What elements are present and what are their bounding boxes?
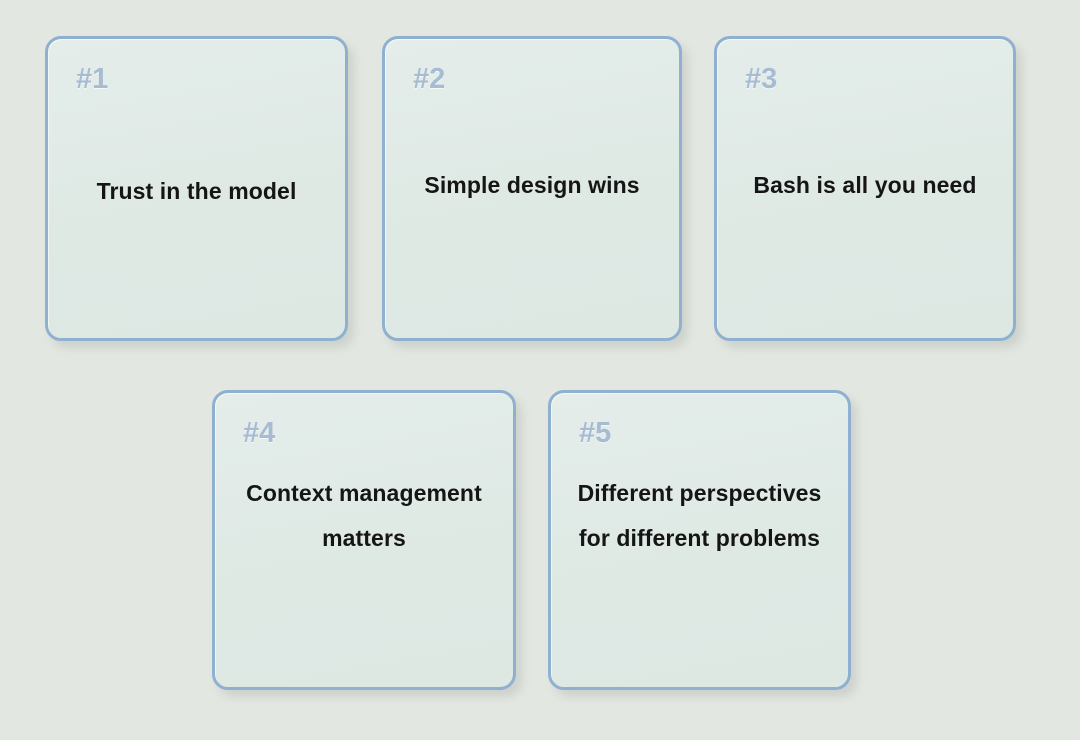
card-4[interactable]: #4 Context management matters bbox=[212, 390, 516, 690]
card-4-text: Context management matters bbox=[246, 480, 482, 551]
card-5[interactable]: #5 Different perspectives for different … bbox=[548, 390, 851, 690]
card-5-text: Different perspectives for different pro… bbox=[577, 480, 822, 551]
card-1-number: #1 bbox=[76, 63, 109, 95]
card-1[interactable]: #1 Trust in the model bbox=[45, 36, 348, 341]
card-3[interactable]: #3 Bash is all you need bbox=[714, 36, 1016, 341]
card-3-number: #3 bbox=[745, 63, 778, 95]
card-3-text: Bash is all you need bbox=[753, 172, 977, 198]
card-2-text: Simple design wins bbox=[424, 172, 640, 198]
card-2-number: #2 bbox=[413, 63, 446, 95]
card-5-number: #5 bbox=[579, 417, 612, 449]
card-2[interactable]: #2 Simple design wins bbox=[382, 36, 682, 341]
card-1-text: Trust in the model bbox=[96, 178, 297, 204]
card-4-number: #4 bbox=[243, 417, 276, 449]
